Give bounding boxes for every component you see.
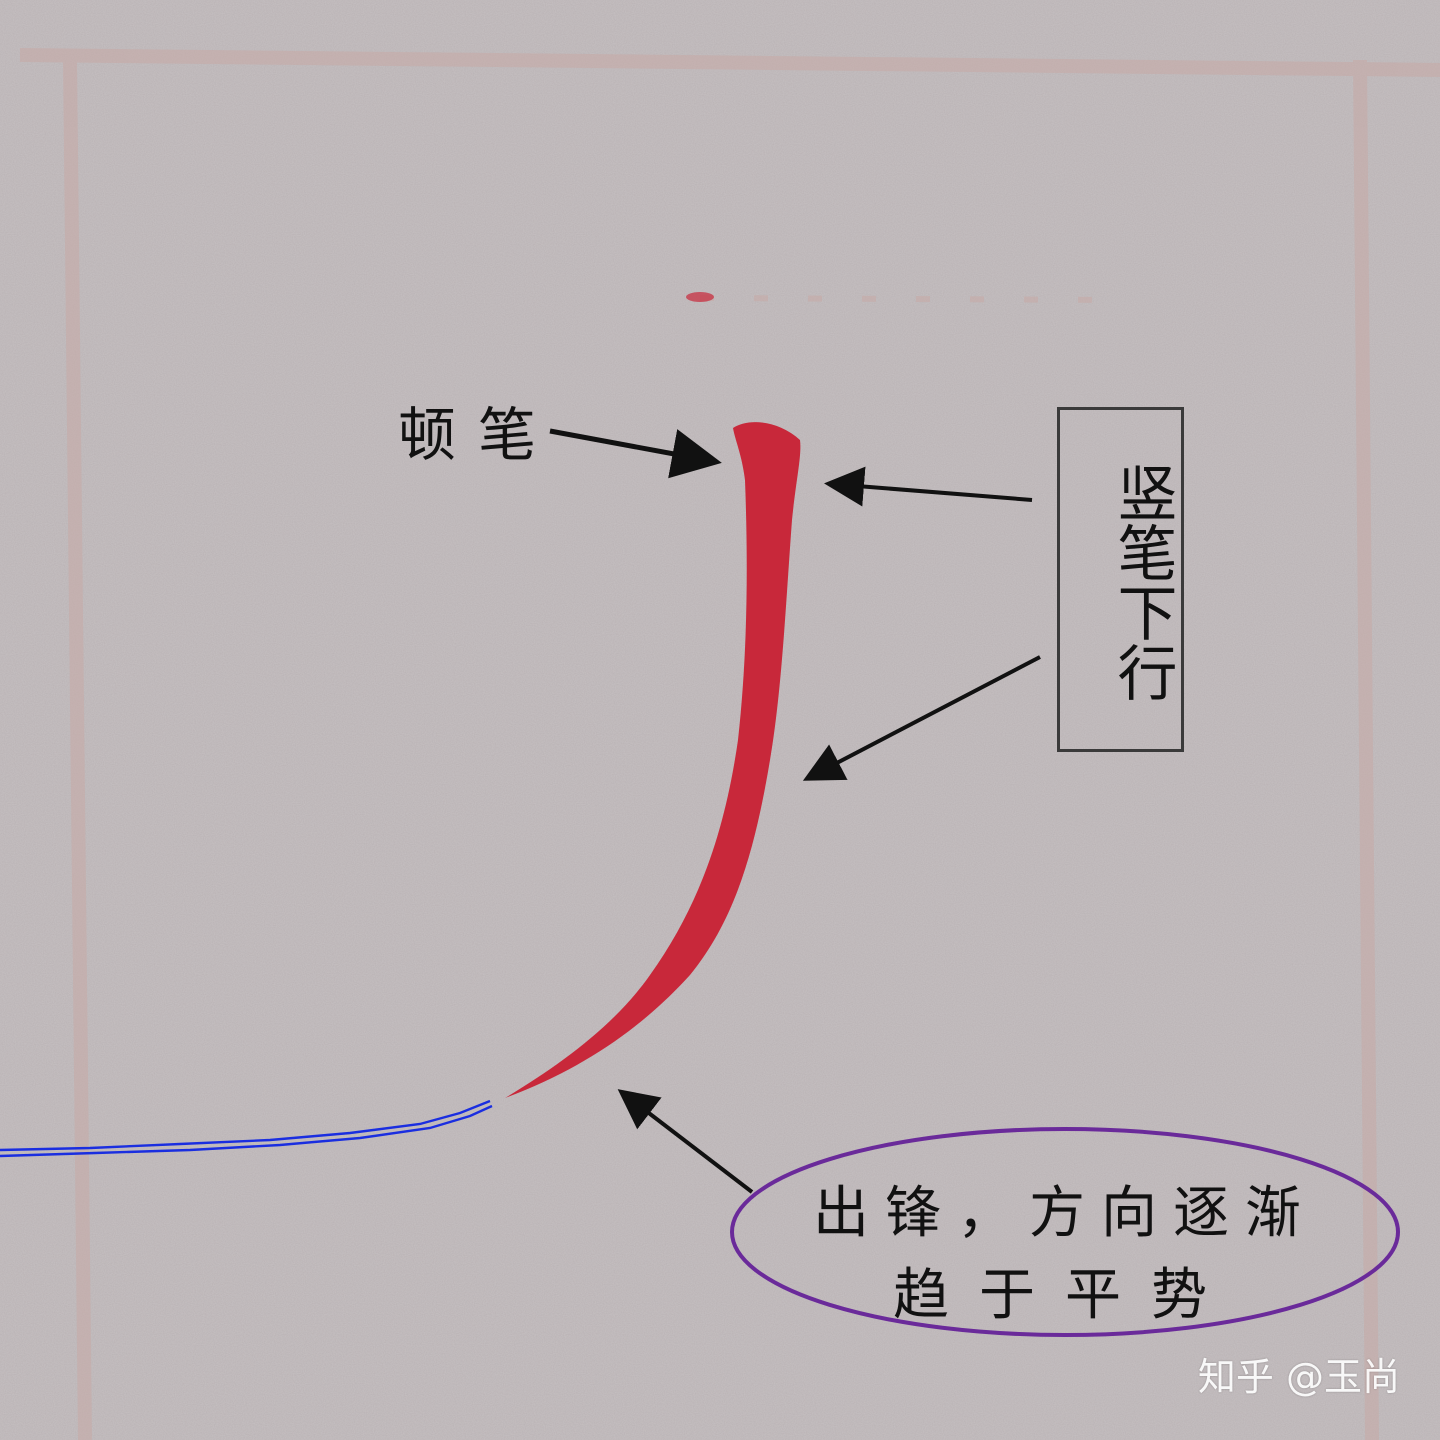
label-shubi: 竖笔下行 <box>1107 462 1177 702</box>
label-chufeng-line2: 趋于平势 <box>893 1263 1237 1328</box>
grid-line-left <box>63 59 92 1440</box>
label-chufeng-line1: 出锋，方向逐渐 <box>813 1181 1317 1246</box>
practice-grid <box>19 48 1440 1440</box>
label-dunbi: 顿笔 <box>398 401 559 469</box>
blue-trail <box>0 1099 493 1158</box>
grid-line-right <box>1353 59 1379 1440</box>
ink-dot <box>686 292 714 302</box>
arrow-chufeng <box>617 1089 754 1194</box>
watermark: 知乎 @玉尚 <box>1197 1355 1400 1399</box>
chufeng-ellipse <box>730 1127 1400 1337</box>
red-brush-stroke <box>505 422 801 1098</box>
arrow-dunbi <box>549 428 722 479</box>
shubi-box: 竖笔下行 <box>1057 407 1184 752</box>
arrow-shubi-upper <box>824 466 1033 507</box>
chufeng-text-group: 出锋，方向逐渐 趋于平势 <box>735 1128 1395 1336</box>
arrow-shubi-lower <box>802 655 1041 781</box>
grid-line-top <box>19 48 1440 77</box>
